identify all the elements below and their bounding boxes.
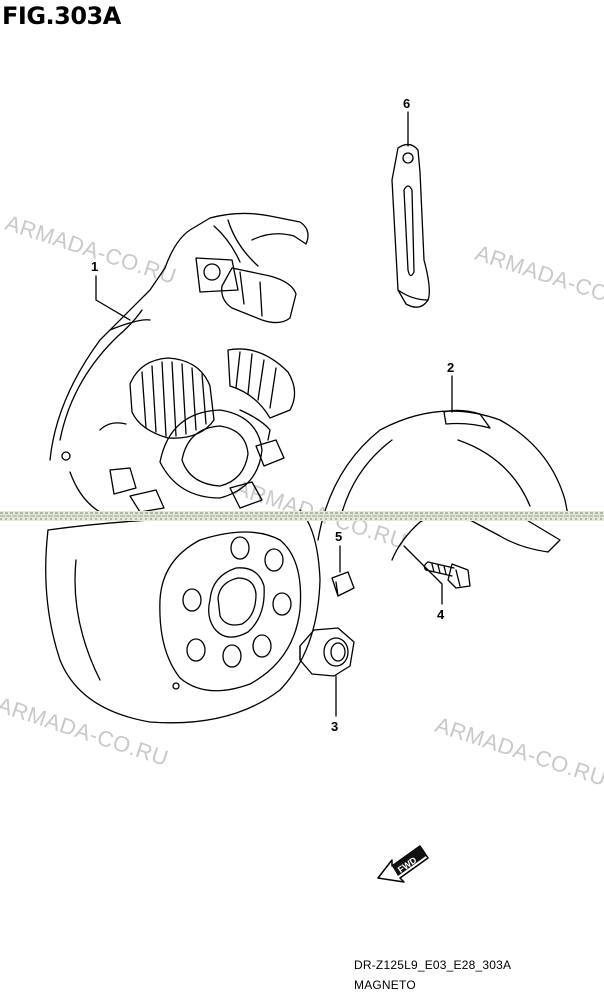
model-code: DR-Z125L9_E03_E28_303A [354,958,512,972]
figure-title: FIG.303A [2,2,121,30]
part-5-key [331,571,355,597]
part-1-stator [49,212,309,513]
part-2-cover [317,409,569,561]
callout-3: 3 [331,719,338,734]
leader-4 [403,545,443,605]
callout-6: 6 [403,96,410,111]
leader-1 [95,275,131,321]
horizontal-band [0,511,604,521]
callout-2: 2 [447,360,454,375]
part-4-bolt [423,561,471,589]
part-3-nut [299,627,355,677]
callout-4: 4 [437,607,445,622]
rotor-flywheel [45,509,321,724]
callout-1: 1 [91,259,98,274]
part-6-clamp [391,143,430,308]
forward-arrow-icon: FWD [377,845,429,883]
callout-5: 5 [335,529,342,544]
section-name: MAGNETO [354,978,416,992]
